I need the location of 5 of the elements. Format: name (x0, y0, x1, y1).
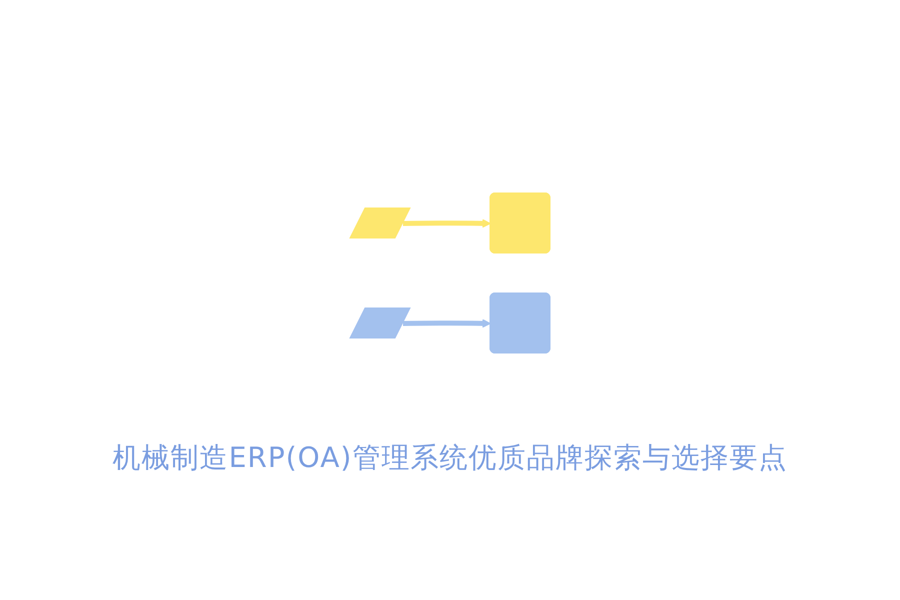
arrow (402, 319, 491, 328)
arrow (402, 219, 491, 228)
diagram-title: 机械制造ERP(OA)管理系统优质品牌探索与选择要点 (112, 440, 788, 476)
node-parallelogram (349, 308, 411, 338)
node-parallelogram (349, 208, 411, 238)
